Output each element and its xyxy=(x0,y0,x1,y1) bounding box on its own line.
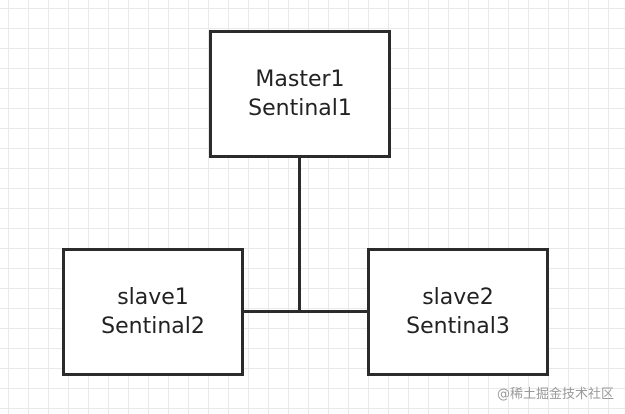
slave1-node-box: slave1 Sentinal2 xyxy=(62,248,244,376)
slave2-node-box: slave2 Sentinal3 xyxy=(367,248,549,376)
slave1-node-label: slave1 xyxy=(117,285,189,310)
master-sentinel-label: Sentinal1 xyxy=(248,96,352,121)
connector-slave1-to-slave2 xyxy=(244,310,367,313)
watermark-text: @稀土掘金技术社区 xyxy=(496,387,614,402)
slave2-node-label: slave2 xyxy=(422,285,494,310)
master-node-label: Master1 xyxy=(255,67,345,92)
connector-master-to-branch xyxy=(298,158,301,313)
master-node-box: Master1 Sentinal1 xyxy=(209,30,391,158)
slave1-sentinel-label: Sentinal2 xyxy=(101,314,205,339)
slave2-sentinel-label: Sentinal3 xyxy=(406,314,510,339)
